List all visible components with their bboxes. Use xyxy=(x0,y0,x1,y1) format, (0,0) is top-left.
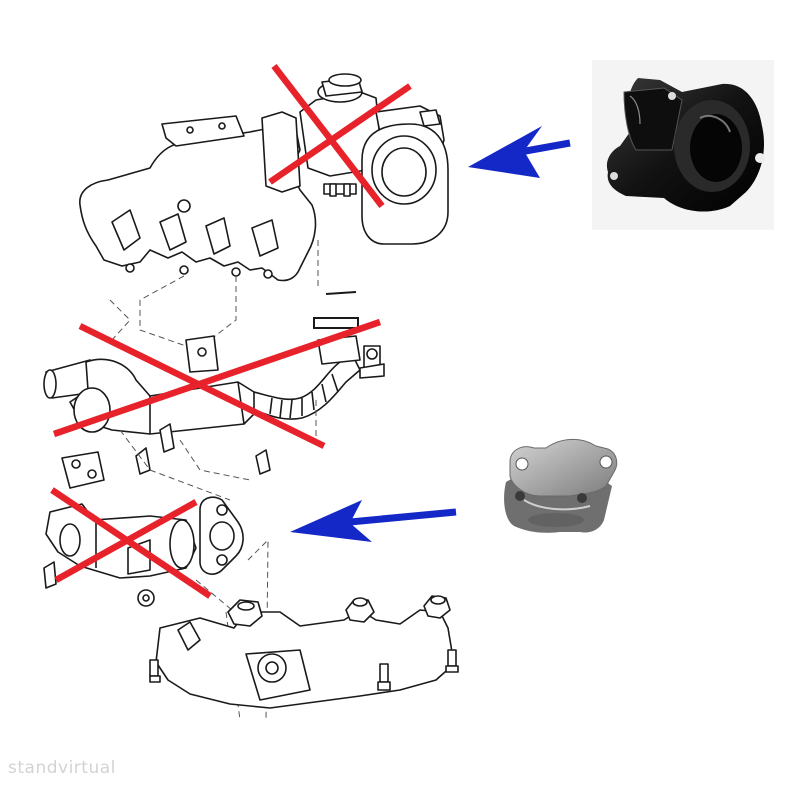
removed-cross-intake xyxy=(268,64,412,208)
intake-manifold-drawing xyxy=(79,73,449,282)
exhaust-manifold-drawing xyxy=(149,595,459,709)
egr-blanking-plate-part xyxy=(504,439,618,533)
arrow-to-egr-flange xyxy=(290,500,457,542)
watermark-text: standvirtual xyxy=(8,758,116,778)
assembly-guide-lines-top xyxy=(109,240,319,347)
arrow-to-intake xyxy=(468,126,571,178)
intake-adapter-part xyxy=(592,60,774,230)
assembly-guide-lines-mid xyxy=(119,400,317,501)
removed-cross-egr-valve xyxy=(50,487,212,599)
removed-cross-egr-cooler xyxy=(52,318,382,449)
gasket-line xyxy=(313,291,359,329)
egr-cooler-drawing xyxy=(43,335,385,489)
